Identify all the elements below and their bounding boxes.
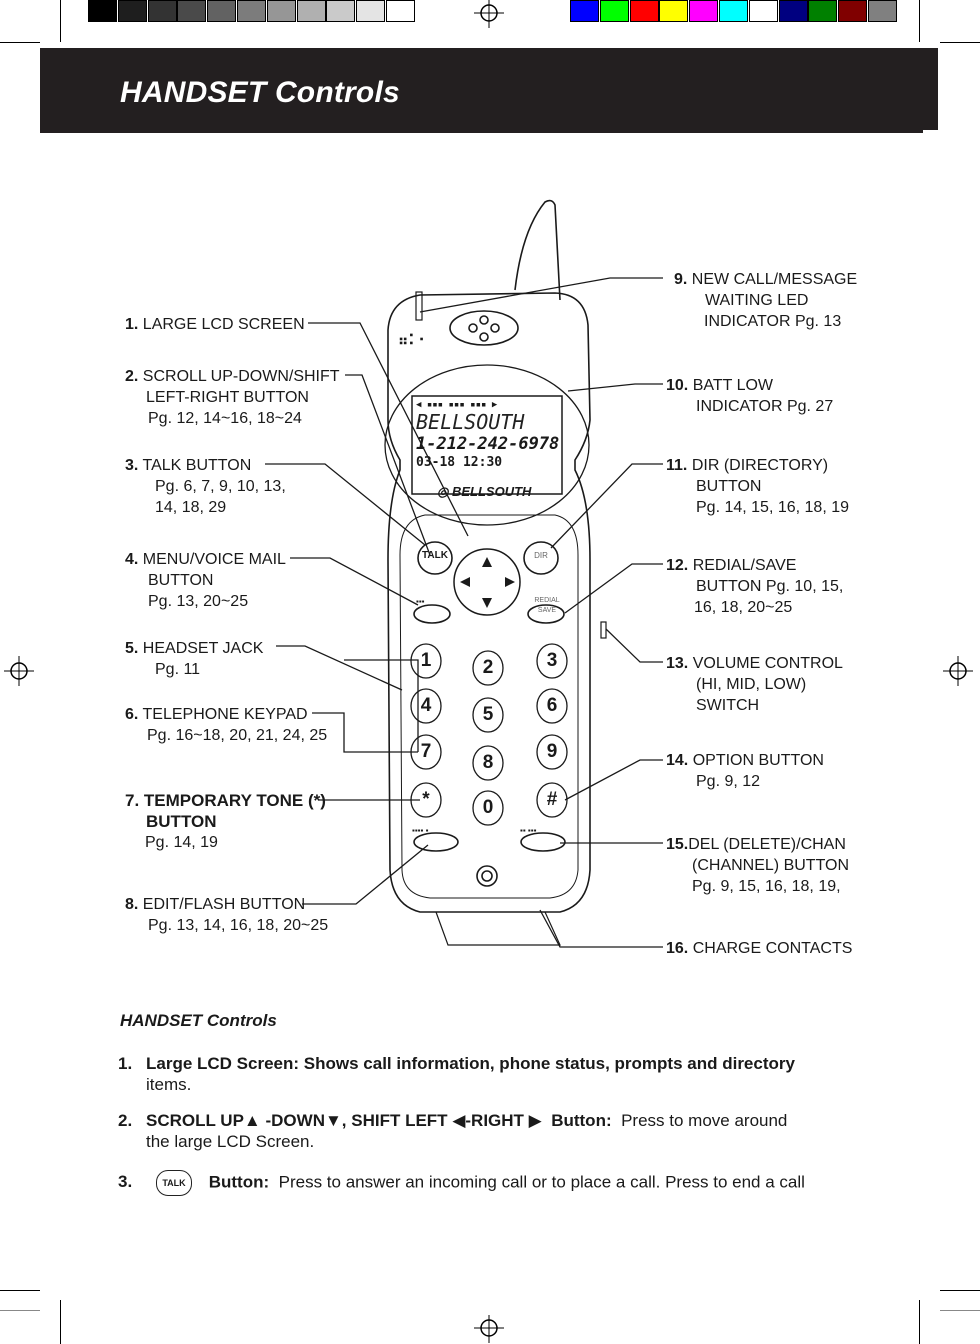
section-heading: HANDSET Controls <box>120 1011 277 1030</box>
up-arrow-icon: ▲ <box>243 1111 261 1130</box>
keypad-key[interactable]: 5 <box>482 704 494 725</box>
registration-mark-left-icon <box>4 656 34 686</box>
callout-9: 9. NEW CALL/MESSAGE WAITING LED INDICATO… <box>674 271 858 330</box>
gray-swatch <box>386 0 415 22</box>
save-label: SAVE <box>537 607 557 614</box>
gray-swatch <box>117 0 147 22</box>
keypad-key[interactable]: 4 <box>420 695 432 716</box>
color-swatch <box>719 0 748 22</box>
callout-8: 8. EDIT/FLASH BUTTON Pg. 13, 14, 16, 18,… <box>125 896 329 934</box>
callout-6: 6. TELEPHONE KEYPAD Pg. 16~18, 20, 21, 2… <box>125 706 328 744</box>
dir-button[interactable]: DIR <box>527 551 555 560</box>
svg-text:⠶⠅⠂: ⠶⠅⠂ <box>398 332 429 348</box>
callout-3: 3. TALK BUTTON Pg. 6, 7, 9, 10, 13, 14, … <box>125 457 286 516</box>
leader-lines <box>265 277 663 948</box>
redial-label: REDIAL <box>534 597 560 604</box>
handset-illustration: ⠶⠅⠂ <box>265 199 663 948</box>
color-swatch <box>629 0 659 22</box>
keypad-key[interactable]: 1 <box>420 650 432 671</box>
callout-2: 2. SCROLL UP-DOWN/SHIFT LEFT-RIGHT BUTTO… <box>125 368 340 427</box>
keypad-key[interactable]: 0 <box>482 797 494 818</box>
gray-swatch <box>88 0 117 22</box>
del-chan-button[interactable]: ▪▪ ▪▪▪ <box>520 826 537 835</box>
callout-5: 5. HEADSET JACK Pg. 11 <box>125 640 264 678</box>
right-arrow-icon: ▶ <box>528 1111 542 1130</box>
talk-button-icon: TALK <box>156 1170 192 1196</box>
redial-save-button[interactable]: REDIAL SAVE <box>528 596 566 616</box>
left-arrow-icon: ◀ <box>452 1111 466 1130</box>
charge-contact-tab <box>435 911 561 946</box>
handset-body <box>387 292 591 913</box>
volume-switch <box>600 621 607 639</box>
callout-16: 16. CHARGE CONTACTS <box>666 940 853 957</box>
desc-item-3: 3.TALK Button: Press to answer an incomi… <box>118 1170 908 1196</box>
color-swatch <box>689 0 719 22</box>
dir-button-label: DIR <box>534 551 548 560</box>
callout-10: 10. BATT LOW INDICATOR Pg. 27 <box>666 377 834 415</box>
gray-swatch <box>296 0 326 22</box>
gray-swatch <box>177 0 207 22</box>
brand-label: BELLSOUTH <box>451 484 532 499</box>
gray-swatch <box>237 0 266 22</box>
color-swatch <box>808 0 838 22</box>
lcd-line-3: 03-18 12:30 <box>416 455 503 470</box>
lcd-line-1: BELLSOUTH <box>416 410 525 434</box>
talk-button-label: TALK <box>422 550 448 561</box>
color-swatch <box>838 0 868 22</box>
page-title: HANDSET Controls <box>120 76 400 109</box>
keypad-key[interactable]: 6 <box>546 695 558 716</box>
brand-logo: ◎ BELLSOUTH <box>437 484 531 500</box>
registration-mark-top-icon <box>474 0 504 28</box>
antenna <box>514 199 561 301</box>
scroll-nav-ring <box>453 548 521 616</box>
gray-swatch <box>266 0 296 22</box>
keypad-key[interactable]: 2 <box>482 657 494 678</box>
callout-13: 13. VOLUME CONTROL (HI, MID, LOW) SWITCH <box>666 655 843 714</box>
callout-11: 11. DIR (DIRECTORY) BUTTON Pg. 14, 15, 1… <box>666 457 850 516</box>
callout-15: 15.DEL (DELETE)/CHAN (CHANNEL) BUTTON Pg… <box>666 836 850 895</box>
earpiece <box>449 310 519 346</box>
keypad-key[interactable]: 7 <box>420 741 432 762</box>
gray-swatch <box>356 0 386 22</box>
keypad-key[interactable]: 8 <box>482 752 494 773</box>
keypad-key[interactable]: # <box>546 789 558 810</box>
nav-arrows <box>460 557 515 608</box>
option-button[interactable]: ▪▪▪▪ ▪ <box>412 826 429 835</box>
menu-button[interactable]: ▪▪▪ <box>416 597 425 606</box>
callout-7: 7. TEMPORARY TONE (*) BUTTON Pg. 14, 19 <box>125 791 326 851</box>
talk-button[interactable]: TALK <box>420 550 450 561</box>
header-rule <box>40 130 923 133</box>
keypad-key[interactable]: * <box>422 789 430 810</box>
gray-swatch <box>147 0 177 22</box>
color-swatch <box>868 0 897 22</box>
registration-mark-bottom-icon <box>474 1315 504 1343</box>
color-swatch <box>570 0 599 22</box>
callout-1: 1. LARGE LCD SCREEN <box>125 316 305 333</box>
gray-swatch <box>207 0 237 22</box>
keypad-key[interactable]: 3 <box>546 650 558 671</box>
lcd-content: ◀ ▪▪▪ ▪▪▪ ▪▪▪ ▶ BELLSOUTH 1-212-242-6978… <box>416 400 560 492</box>
desc-item-1: 1.Large LCD Screen: Shows call informati… <box>118 1054 795 1094</box>
lcd-screen <box>411 395 563 495</box>
callout-4: 4. MENU/VOICE MAIL BUTTON Pg. 13, 20~25 <box>125 551 286 610</box>
keypad-key[interactable]: 9 <box>546 741 558 762</box>
callout-14: 14. OPTION BUTTON Pg. 9, 12 <box>666 752 824 790</box>
lcd-icon-row: ◀ ▪▪▪ ▪▪▪ ▪▪▪ ▶ <box>416 400 498 410</box>
registration-mark-right-icon <box>943 656 973 686</box>
bell-logo-icon: ◎ <box>437 484 452 499</box>
header-bar <box>40 48 938 130</box>
desc-item-2: 2.SCROLL UP▲ -DOWN▼, SHIFT LEFT ◀-RIGHT … <box>118 1111 788 1151</box>
color-swatch <box>659 0 689 22</box>
down-arrow-icon: ▼ <box>324 1111 342 1130</box>
led-indicator <box>415 291 423 321</box>
color-swatch <box>778 0 808 22</box>
lcd-line-2: 1-212-242-6978 <box>416 434 560 454</box>
callout-12: 12. REDIAL/SAVE BUTTON Pg. 10, 15, 16, 1… <box>666 557 844 616</box>
gray-swatch <box>326 0 356 22</box>
color-swatch <box>599 0 629 22</box>
color-swatch <box>748 0 778 22</box>
